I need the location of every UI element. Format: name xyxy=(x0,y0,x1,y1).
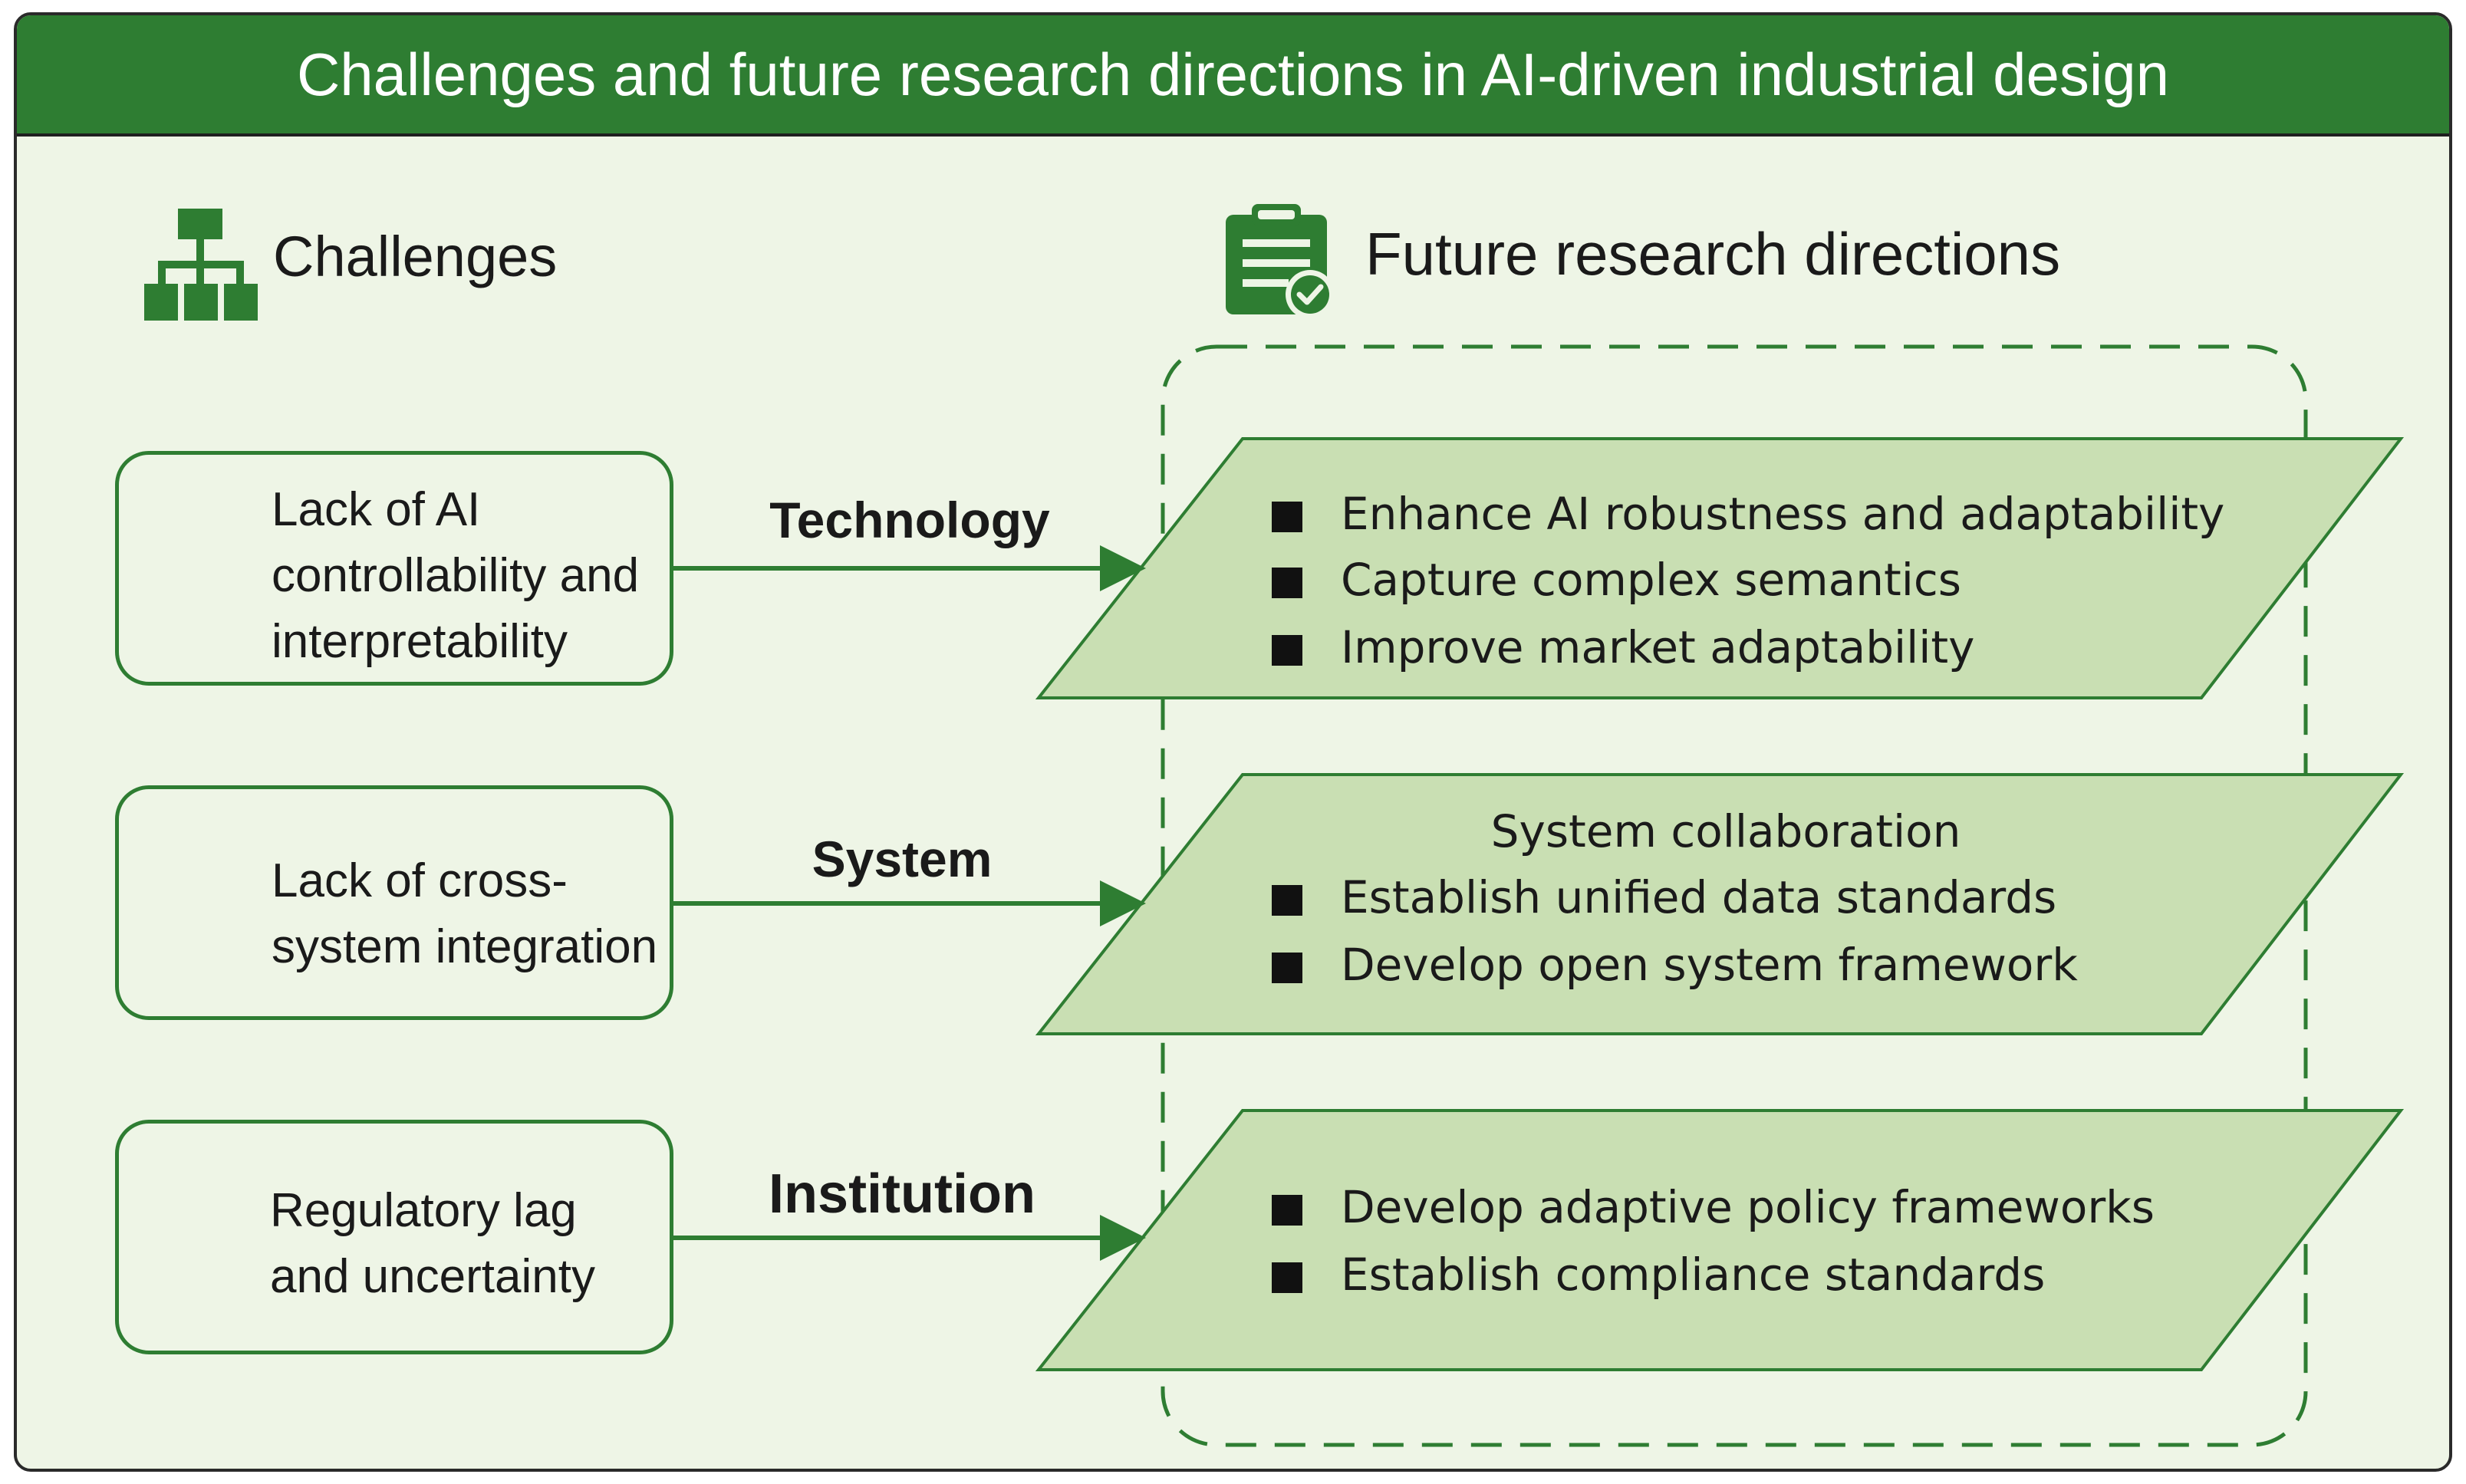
challenge-text-institution: Regulatory lag and uncertainty xyxy=(270,1184,595,1303)
direction-item: Develop open system framework xyxy=(1341,939,2078,991)
bullet-marker xyxy=(1272,1195,1302,1226)
clipboard-check-icon xyxy=(1226,204,1335,319)
challenges-heading: Challenges xyxy=(273,225,558,288)
bullet-marker xyxy=(1272,635,1302,666)
bullet-marker xyxy=(1272,502,1302,532)
challenge-card-system xyxy=(115,785,673,1020)
bullet-marker xyxy=(1272,953,1302,983)
direction-item: Develop adaptive policy frameworks xyxy=(1341,1181,2155,1233)
direction-panel-system xyxy=(1035,773,2405,1035)
direction-item: Capture complex semantics xyxy=(1341,554,1961,606)
direction-item: Establish compliance standards xyxy=(1341,1249,2046,1301)
bullet-marker xyxy=(1272,568,1302,598)
direction-heading-system: System collaboration xyxy=(1490,805,1961,857)
direction-item: Improve market adaptability xyxy=(1341,621,1975,673)
direction-item: Establish unified data standards xyxy=(1341,871,2057,923)
direction-panel-institution xyxy=(1035,1109,2405,1371)
connector-label-system: System xyxy=(812,831,993,887)
directions-heading: Future research directions xyxy=(1365,220,2061,288)
direction-panel-technology xyxy=(1035,437,2405,699)
connector-label-institution: Institution xyxy=(769,1163,1035,1225)
challenge-text-system: Lack of cross- system integration xyxy=(272,854,658,973)
bullet-marker xyxy=(1272,885,1302,916)
bullet-marker xyxy=(1272,1262,1302,1293)
challenge-card-institution xyxy=(115,1120,673,1354)
challenge-text-technology: Lack of AI controllability and interpret… xyxy=(272,483,640,668)
connector-label-technology: Technology xyxy=(769,492,1050,548)
diagram-title: Challenges and future research direction… xyxy=(17,15,2449,137)
direction-item: Enhance AI robustness and adaptability xyxy=(1341,488,2225,540)
challenge-card-technology xyxy=(115,451,673,686)
org-chart-icon xyxy=(144,209,258,321)
